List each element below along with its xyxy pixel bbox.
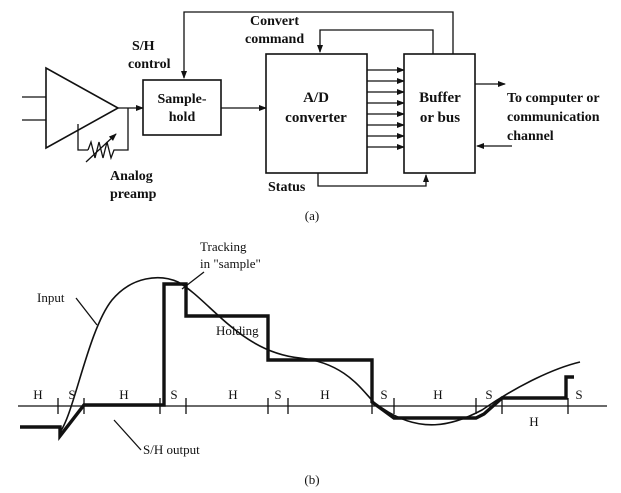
timing-diagram: H S H S H S H S H S S H Tracking in "sam… <box>18 239 607 487</box>
adc-label-2: converter <box>285 110 347 126</box>
tracking-label-2: in "sample" <box>200 256 261 271</box>
phase-label-h: H <box>320 387 329 402</box>
buffer-label-2: or bus <box>420 110 460 126</box>
phase-label-h: H <box>228 387 237 402</box>
buffer-block: Buffer or bus <box>403 53 476 174</box>
caption-b: (b) <box>304 472 319 487</box>
data-bus-arrows <box>367 67 405 150</box>
sh-output-pointer <box>113 419 142 451</box>
analog-preamp <box>22 66 144 163</box>
output-label-3: channel <box>507 129 554 144</box>
convert-label-2: command <box>245 32 304 47</box>
preamp-label-1: Analog <box>110 169 153 184</box>
caption-a: (a) <box>305 208 319 223</box>
phase-label-h: H <box>33 387 42 402</box>
sample-hold-label-2: hold <box>169 110 196 125</box>
phase-label-s: S <box>68 387 75 402</box>
phase-label-h: H <box>433 387 442 402</box>
phase-label-s: S <box>380 387 387 402</box>
sample-hold-block: Sample- hold <box>142 79 222 136</box>
sh-control-loop <box>181 11 454 79</box>
buffer-label-1: Buffer <box>419 90 461 106</box>
phase-label-h: H <box>529 414 538 429</box>
adc-label-1: A/D <box>303 90 329 106</box>
preamp-label-2: preamp <box>110 187 157 202</box>
input-pointer <box>75 297 98 326</box>
sample-hold-label-1: Sample- <box>158 92 207 107</box>
holding-label: Holding <box>216 323 259 338</box>
phase-label-h: H <box>119 387 128 402</box>
phase-label-s: S <box>274 387 281 402</box>
output-label-2: communication <box>507 110 600 125</box>
convert-label-1: Convert <box>250 14 299 29</box>
sh-control-label-2: control <box>128 57 171 72</box>
sh-output-staircase <box>20 282 574 441</box>
output-label-1: To computer or <box>507 91 600 106</box>
block-diagram: Sample- hold A/D converter Buffer or bus <box>22 11 600 223</box>
phase-label-s: S <box>575 387 582 402</box>
tracking-label-1: Tracking <box>200 239 247 254</box>
adc-block: A/D converter <box>265 53 368 174</box>
sh-control-label-1: S/H <box>132 39 155 54</box>
sh-output-label: S/H output <box>143 442 200 457</box>
status-label: Status <box>268 180 306 195</box>
input-signal-curve <box>59 276 581 433</box>
phase-ticks <box>57 398 569 414</box>
phase-label-s: S <box>170 387 177 402</box>
tracking-pointer <box>181 271 205 290</box>
input-label: Input <box>37 290 65 305</box>
phase-label-s: S <box>485 387 492 402</box>
